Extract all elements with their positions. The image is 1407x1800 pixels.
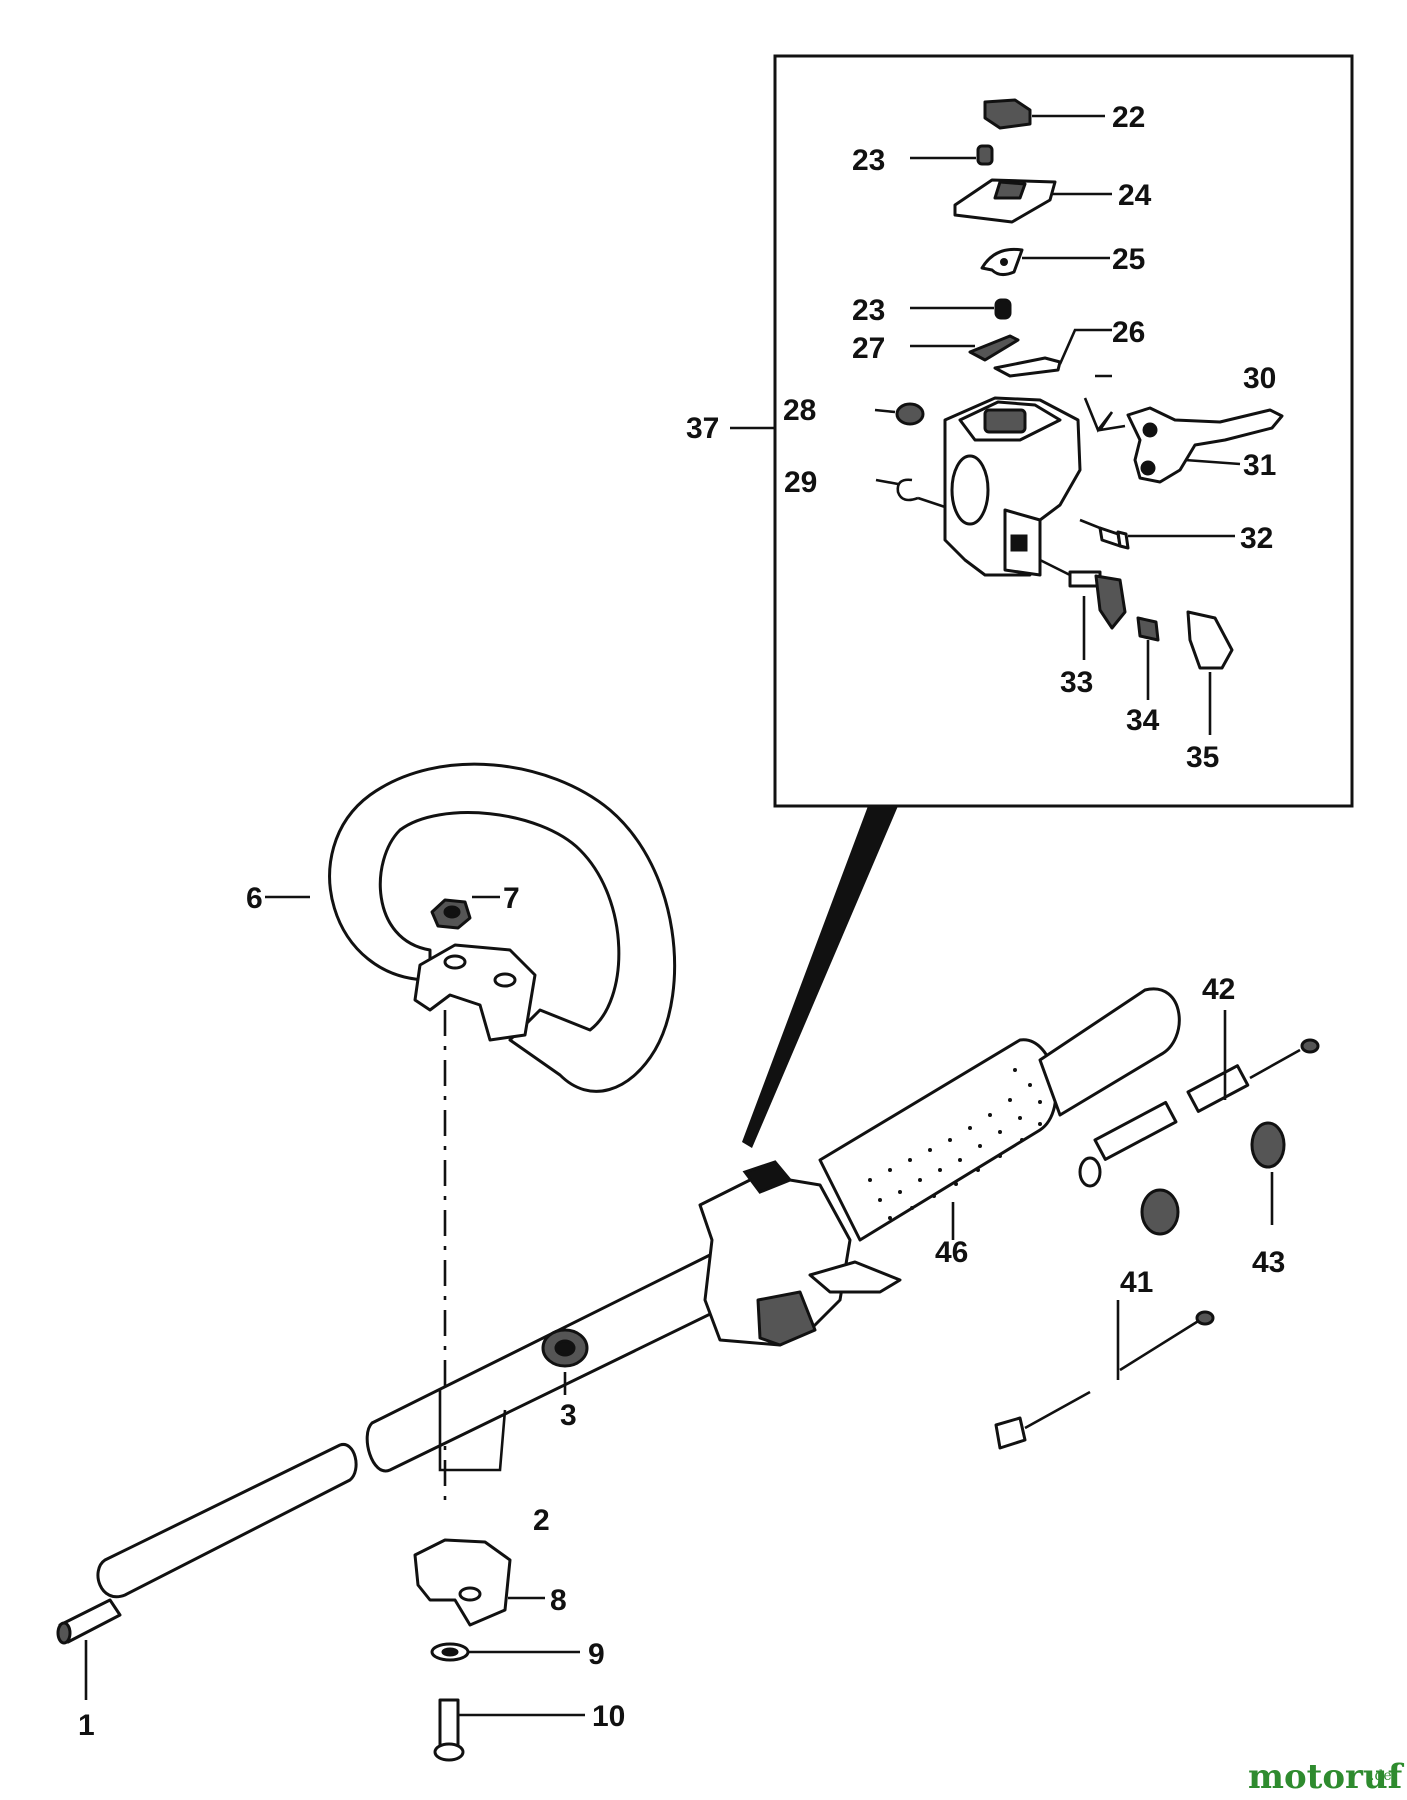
part-24-plate bbox=[953, 178, 1057, 224]
label-46: 46 bbox=[935, 1236, 968, 1269]
label-34: 34 bbox=[1126, 704, 1160, 737]
label-42: 42 bbox=[1202, 973, 1235, 1006]
label-9: 9 bbox=[588, 1638, 605, 1671]
part-23-screw-upper bbox=[976, 144, 994, 166]
part-27-plate bbox=[968, 334, 1020, 362]
label-26: 26 bbox=[1112, 316, 1145, 349]
label-3: 3 bbox=[560, 1399, 577, 1432]
label-37: 37 bbox=[686, 412, 719, 445]
part-8-clamp bbox=[413, 1538, 512, 1627]
part-10-bolt bbox=[433, 1698, 465, 1762]
label-33: 33 bbox=[1060, 666, 1093, 699]
part-37-housing bbox=[943, 396, 1082, 577]
part-25-lever bbox=[980, 247, 1024, 277]
label-22: 22 bbox=[1112, 101, 1145, 134]
detail-inset-frame bbox=[773, 54, 1354, 808]
part-31-trigger bbox=[1126, 406, 1284, 484]
part-34-spring bbox=[1136, 616, 1160, 642]
part-43-adjuster bbox=[1140, 1121, 1286, 1236]
inset-leader-lines bbox=[730, 114, 1241, 735]
label-10: 10 bbox=[592, 1700, 625, 1733]
watermark-brand: motoruf bbox=[1248, 1757, 1405, 1797]
label-41: 41 bbox=[1120, 1266, 1153, 1299]
label-2: 2 bbox=[533, 1504, 550, 1537]
label-29: 29 bbox=[784, 466, 817, 499]
detail-pointer bbox=[742, 806, 898, 1148]
grip-texture bbox=[868, 1068, 1042, 1220]
label-23-lower: 23 bbox=[852, 294, 885, 327]
label-30: 30 bbox=[1243, 362, 1276, 395]
part-41-cable bbox=[994, 1310, 1215, 1450]
label-25: 25 bbox=[1112, 243, 1145, 276]
label-28: 28 bbox=[783, 394, 816, 427]
part-42-cable bbox=[1078, 1038, 1320, 1188]
label-7: 7 bbox=[503, 882, 520, 915]
part-23-screw-lower bbox=[994, 298, 1012, 320]
label-43: 43 bbox=[1252, 1246, 1285, 1279]
throttle-housing bbox=[698, 1160, 902, 1347]
part-46-grip bbox=[818, 987, 1181, 1242]
part-3-nut bbox=[541, 1328, 589, 1368]
part-22-cap bbox=[983, 98, 1032, 130]
label-1: 1 bbox=[78, 1709, 95, 1742]
label-6: 6 bbox=[246, 882, 263, 915]
handle-clamp-upper bbox=[413, 943, 537, 1042]
part-28-nut bbox=[895, 402, 925, 426]
label-35: 35 bbox=[1186, 741, 1219, 774]
label-31: 31 bbox=[1243, 449, 1276, 482]
part-30-spring bbox=[1083, 397, 1126, 433]
part-1-drive-shaft bbox=[56, 1598, 122, 1645]
watermark: motoruf .de bbox=[1248, 1757, 1405, 1797]
part-26-spring bbox=[993, 356, 1062, 378]
part-29-clip bbox=[896, 478, 949, 510]
label-24: 24 bbox=[1118, 179, 1152, 212]
part-32-bolt bbox=[1079, 518, 1130, 550]
label-8: 8 bbox=[550, 1584, 567, 1617]
part-33-switch bbox=[1039, 558, 1127, 630]
part-7-nut bbox=[430, 898, 472, 930]
label-27: 27 bbox=[852, 332, 885, 365]
label-32: 32 bbox=[1240, 522, 1273, 555]
main-leader-lines bbox=[84, 895, 1274, 1717]
part-9-washer bbox=[430, 1642, 470, 1662]
watermark-suffix: .de bbox=[1370, 1768, 1392, 1784]
part-35-cover bbox=[1186, 610, 1234, 670]
label-23-upper: 23 bbox=[852, 144, 885, 177]
part-6-d-handle bbox=[328, 762, 677, 1093]
